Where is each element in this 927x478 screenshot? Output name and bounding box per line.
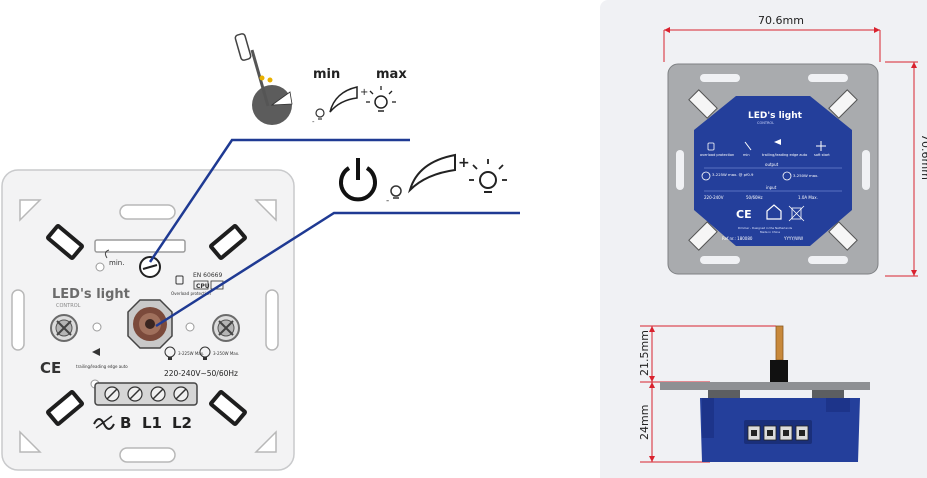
plan-freq: 50/60Hz (746, 195, 763, 200)
terminal-screw[interactable] (150, 386, 166, 402)
screwdriver-small-icon (744, 141, 752, 151)
min-label: min. (109, 259, 124, 267)
led-bulb-icon (164, 346, 176, 360)
bright-bulb-icon: + (360, 86, 396, 112)
house-icon (766, 204, 782, 220)
front-trailing-text: trailing/leading edge auto (76, 364, 128, 369)
side-bottom-label: 24mm (638, 405, 651, 440)
plan-brand: LED's light (748, 111, 803, 121)
dim-bulb-icon: - (386, 185, 402, 206)
plan-soft-start: soft start (814, 153, 830, 157)
plan-bulb-spec: 3-250W max. (793, 173, 818, 178)
dimming-ramp-icon (329, 86, 358, 113)
screwdriver-icon (234, 33, 293, 125)
plan-height-label: 70.6mm (919, 134, 927, 180)
terminal-label-l1: L1 (142, 414, 162, 432)
plan-led-spec: 3-225W max. @ pf0.9 (712, 172, 754, 177)
bright-bulb-icon: + (458, 155, 507, 193)
plan-current: 1.0A Max. (798, 195, 818, 200)
dim-bulb-icon: - (312, 108, 325, 126)
plan-date: YYYY/WW (783, 236, 803, 241)
front-spec-left: 3-225W Max. (178, 351, 204, 356)
mounting-claw (209, 389, 247, 427)
callout-min-label: min (313, 67, 340, 82)
cpu-badge: CPU (196, 283, 210, 290)
plan-caption2: Made in China (760, 230, 780, 234)
plan-input: input (766, 185, 777, 190)
rotary-knob-shaft[interactable] (127, 299, 173, 349)
terminal-screw[interactable] (127, 386, 143, 402)
mounting-claw (209, 223, 247, 261)
mounting-screw (50, 314, 78, 342)
bulb-icon (199, 346, 211, 360)
terminal-slot (795, 425, 809, 441)
terminal-label-b: B (120, 414, 131, 432)
plan-width-label: 70.6mm (758, 14, 804, 27)
load-symbol-icon (93, 415, 115, 430)
min-trim-potentiometer[interactable] (139, 256, 161, 278)
plan-module-label: LED's light CONTROL overload protection … (694, 96, 852, 246)
plan-voltage: 220-240V (704, 195, 724, 200)
dimming-ramp-icon (407, 153, 456, 194)
trailing-edge-icon (774, 139, 781, 145)
front-spec-right: 3-250W Max. (213, 351, 239, 356)
front-voltage: 220-240V~50/60Hz (164, 369, 238, 378)
soft-start-icon (816, 141, 826, 151)
weee-bin-icon (788, 205, 805, 222)
mounting-claw (46, 223, 84, 261)
plan-min: min (743, 153, 750, 157)
side-top-label: 21.5mm (638, 330, 651, 376)
terminal-slot (747, 425, 761, 441)
plan-brand-sub: CONTROL (757, 121, 774, 125)
svg-text:-: - (312, 118, 315, 126)
front-standard: EN 60669 (193, 272, 222, 279)
plan-output: output (765, 162, 779, 167)
power-icon (339, 158, 377, 202)
svg-text:-: - (386, 196, 389, 206)
front-brand: LED's light (52, 287, 130, 302)
callout-leader-top (148, 138, 410, 263)
trailing-edge-icon (92, 348, 100, 356)
overload-protection-icon (175, 275, 184, 285)
mounting-screw (212, 314, 240, 342)
terminal-slot (779, 425, 793, 441)
mounting-claw (46, 389, 84, 427)
ce-mark: CE (40, 359, 61, 377)
plan-caption1: Dimmer - Designed in the Netherlands (738, 226, 793, 230)
plan-ce-mark: CE (736, 208, 752, 221)
bulb-icon (782, 171, 792, 181)
side-view-dimmer (660, 325, 870, 462)
front-overload-text: Overload protection (171, 291, 211, 296)
screwdriver-small-icon (104, 249, 110, 259)
overload-protection-icon (707, 142, 715, 151)
terminal-label-l2: L2 (172, 414, 192, 432)
terminal-block (94, 382, 198, 406)
callout-max-label: max (376, 67, 407, 82)
svg-text:+: + (360, 87, 368, 98)
terminal-screw[interactable] (173, 386, 189, 402)
svg-text:+: + (458, 155, 470, 171)
terminal-slot (763, 425, 777, 441)
plan-dimension-lines (663, 27, 918, 277)
terminal-screw[interactable] (104, 386, 120, 402)
plan-trailing: trailing/leading edge auto (762, 153, 807, 157)
callout-leader-bottom (155, 211, 520, 328)
led-bulb-icon (701, 171, 711, 181)
plan-ref: Ref.nr.: 180080 (722, 236, 753, 241)
front-brand-sub: CONTROL (56, 303, 81, 309)
plan-overload: overload protection (700, 153, 734, 157)
